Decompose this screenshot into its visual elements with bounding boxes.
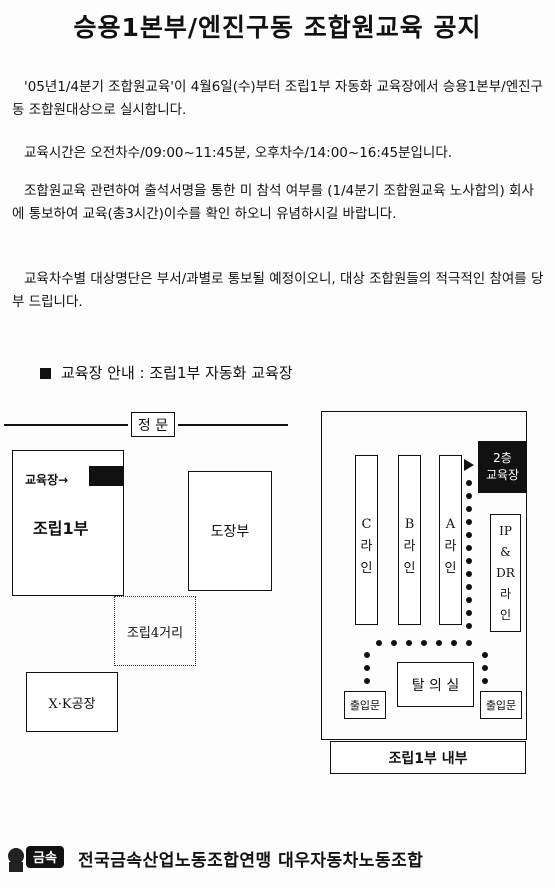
floor2-classroom: 2층 교육장	[478, 441, 527, 493]
line-a: A 라 인	[439, 455, 462, 625]
organization-name: 전국금속산업노동조합연맹 대우자동차노동조합	[78, 851, 424, 871]
route-dot	[466, 623, 472, 629]
route-dot	[364, 678, 370, 684]
line-b-char-1: B	[404, 517, 415, 532]
road-line-left	[4, 424, 128, 426]
line-a-char-2: 라	[444, 539, 457, 554]
line-a-char-1: A	[445, 517, 456, 532]
route-dot	[466, 610, 472, 616]
arrow-right-icon	[464, 459, 474, 471]
route-dot	[436, 640, 442, 646]
line-ipdr-char-4: 라	[499, 587, 512, 601]
line-ipdr-char-5: 인	[499, 608, 512, 622]
line-b-char-3: 인	[403, 561, 416, 576]
line-c-char-1: C	[361, 517, 372, 532]
xk-factory-building: X·K공장	[26, 672, 118, 732]
route-dot	[451, 640, 457, 646]
main-gate-label: 정 문	[131, 412, 175, 437]
route-dot	[364, 652, 370, 658]
section-heading-text: 교육장 안내 : 조립1부 자동화 교육장	[61, 364, 293, 382]
classroom-marker	[89, 466, 123, 486]
line-ipdr-char-2: &	[500, 545, 511, 559]
route-dot	[466, 493, 472, 499]
section-heading: 교육장 안내 : 조립1부 자동화 교육장	[40, 362, 293, 383]
line-c: C 라 인	[355, 455, 378, 625]
road-line-right	[178, 424, 288, 426]
floor2-line1: 2층	[493, 451, 512, 465]
route-dot	[466, 519, 472, 525]
line-ip-dr: IP & DR 라 인	[490, 514, 521, 632]
line-ipdr-char-1: IP	[499, 524, 512, 538]
page-title: 승용1본부/엔진구동 조합원교육 공지	[73, 13, 482, 42]
square-bullet-icon	[40, 368, 51, 379]
route-dot	[466, 558, 472, 564]
route-dot	[466, 532, 472, 538]
route-dot	[466, 480, 472, 486]
route-dot	[391, 640, 397, 646]
line-b-char-2: 라	[403, 539, 416, 554]
line-ipdr-char-3: DR	[496, 566, 515, 580]
route-dot	[466, 545, 472, 551]
entrance-left: 출입문	[344, 691, 386, 719]
entrance-right: 출입문	[480, 691, 522, 719]
route-dot	[364, 665, 370, 671]
assembly1-building: 교육장→ 조립1부	[12, 450, 124, 596]
classroom-pointer: 교육장→	[25, 473, 69, 487]
route-dot	[482, 665, 488, 671]
locker-room: 탈 의 실	[397, 662, 474, 707]
route-dot	[466, 571, 472, 577]
route-dot	[406, 640, 412, 646]
line-c-char-3: 인	[360, 561, 373, 576]
route-dot	[421, 640, 427, 646]
assembly1-label: 조립1부	[33, 519, 89, 538]
route-dot	[482, 678, 488, 684]
assembly1-interior-map	[321, 411, 527, 740]
route-dot	[466, 584, 472, 590]
line-a-char-3: 인	[444, 561, 457, 576]
line-c-char-2: 라	[360, 539, 373, 554]
route-dot	[466, 597, 472, 603]
route-dot	[376, 640, 382, 646]
floor2-line2: 교육장	[485, 468, 520, 482]
notice-paragraph-4: 교육차수별 대상명단은 부서/과별로 통보될 예정이오니, 대상 조합원들의 적…	[12, 271, 544, 310]
route-dot	[466, 506, 472, 512]
union-logo: 금속	[6, 832, 68, 880]
logo-text: 금속	[33, 851, 57, 866]
notice-paragraph-2: 교육시간은 오전차수/09:00~11:45분, 오후차수/14:00~16:4…	[24, 145, 453, 161]
route-dot	[466, 640, 472, 646]
notice-paragraph-1: '05년1/4분기 조합원교육'이 4월6일(수)부터 조립1부 자동화 교육장…	[12, 79, 543, 118]
line-b: B 라 인	[398, 455, 421, 625]
interior-map-caption: 조립1부 내부	[330, 741, 526, 774]
route-dot	[482, 652, 488, 658]
intersection-area: 조립4거리	[114, 596, 196, 666]
paint-shop-building: 도장부	[188, 471, 272, 591]
notice-paragraph-3: 조합원교육 관련하여 출석서명을 통한 미 참석 여부를 (1/4분기 조합원교…	[12, 183, 534, 222]
